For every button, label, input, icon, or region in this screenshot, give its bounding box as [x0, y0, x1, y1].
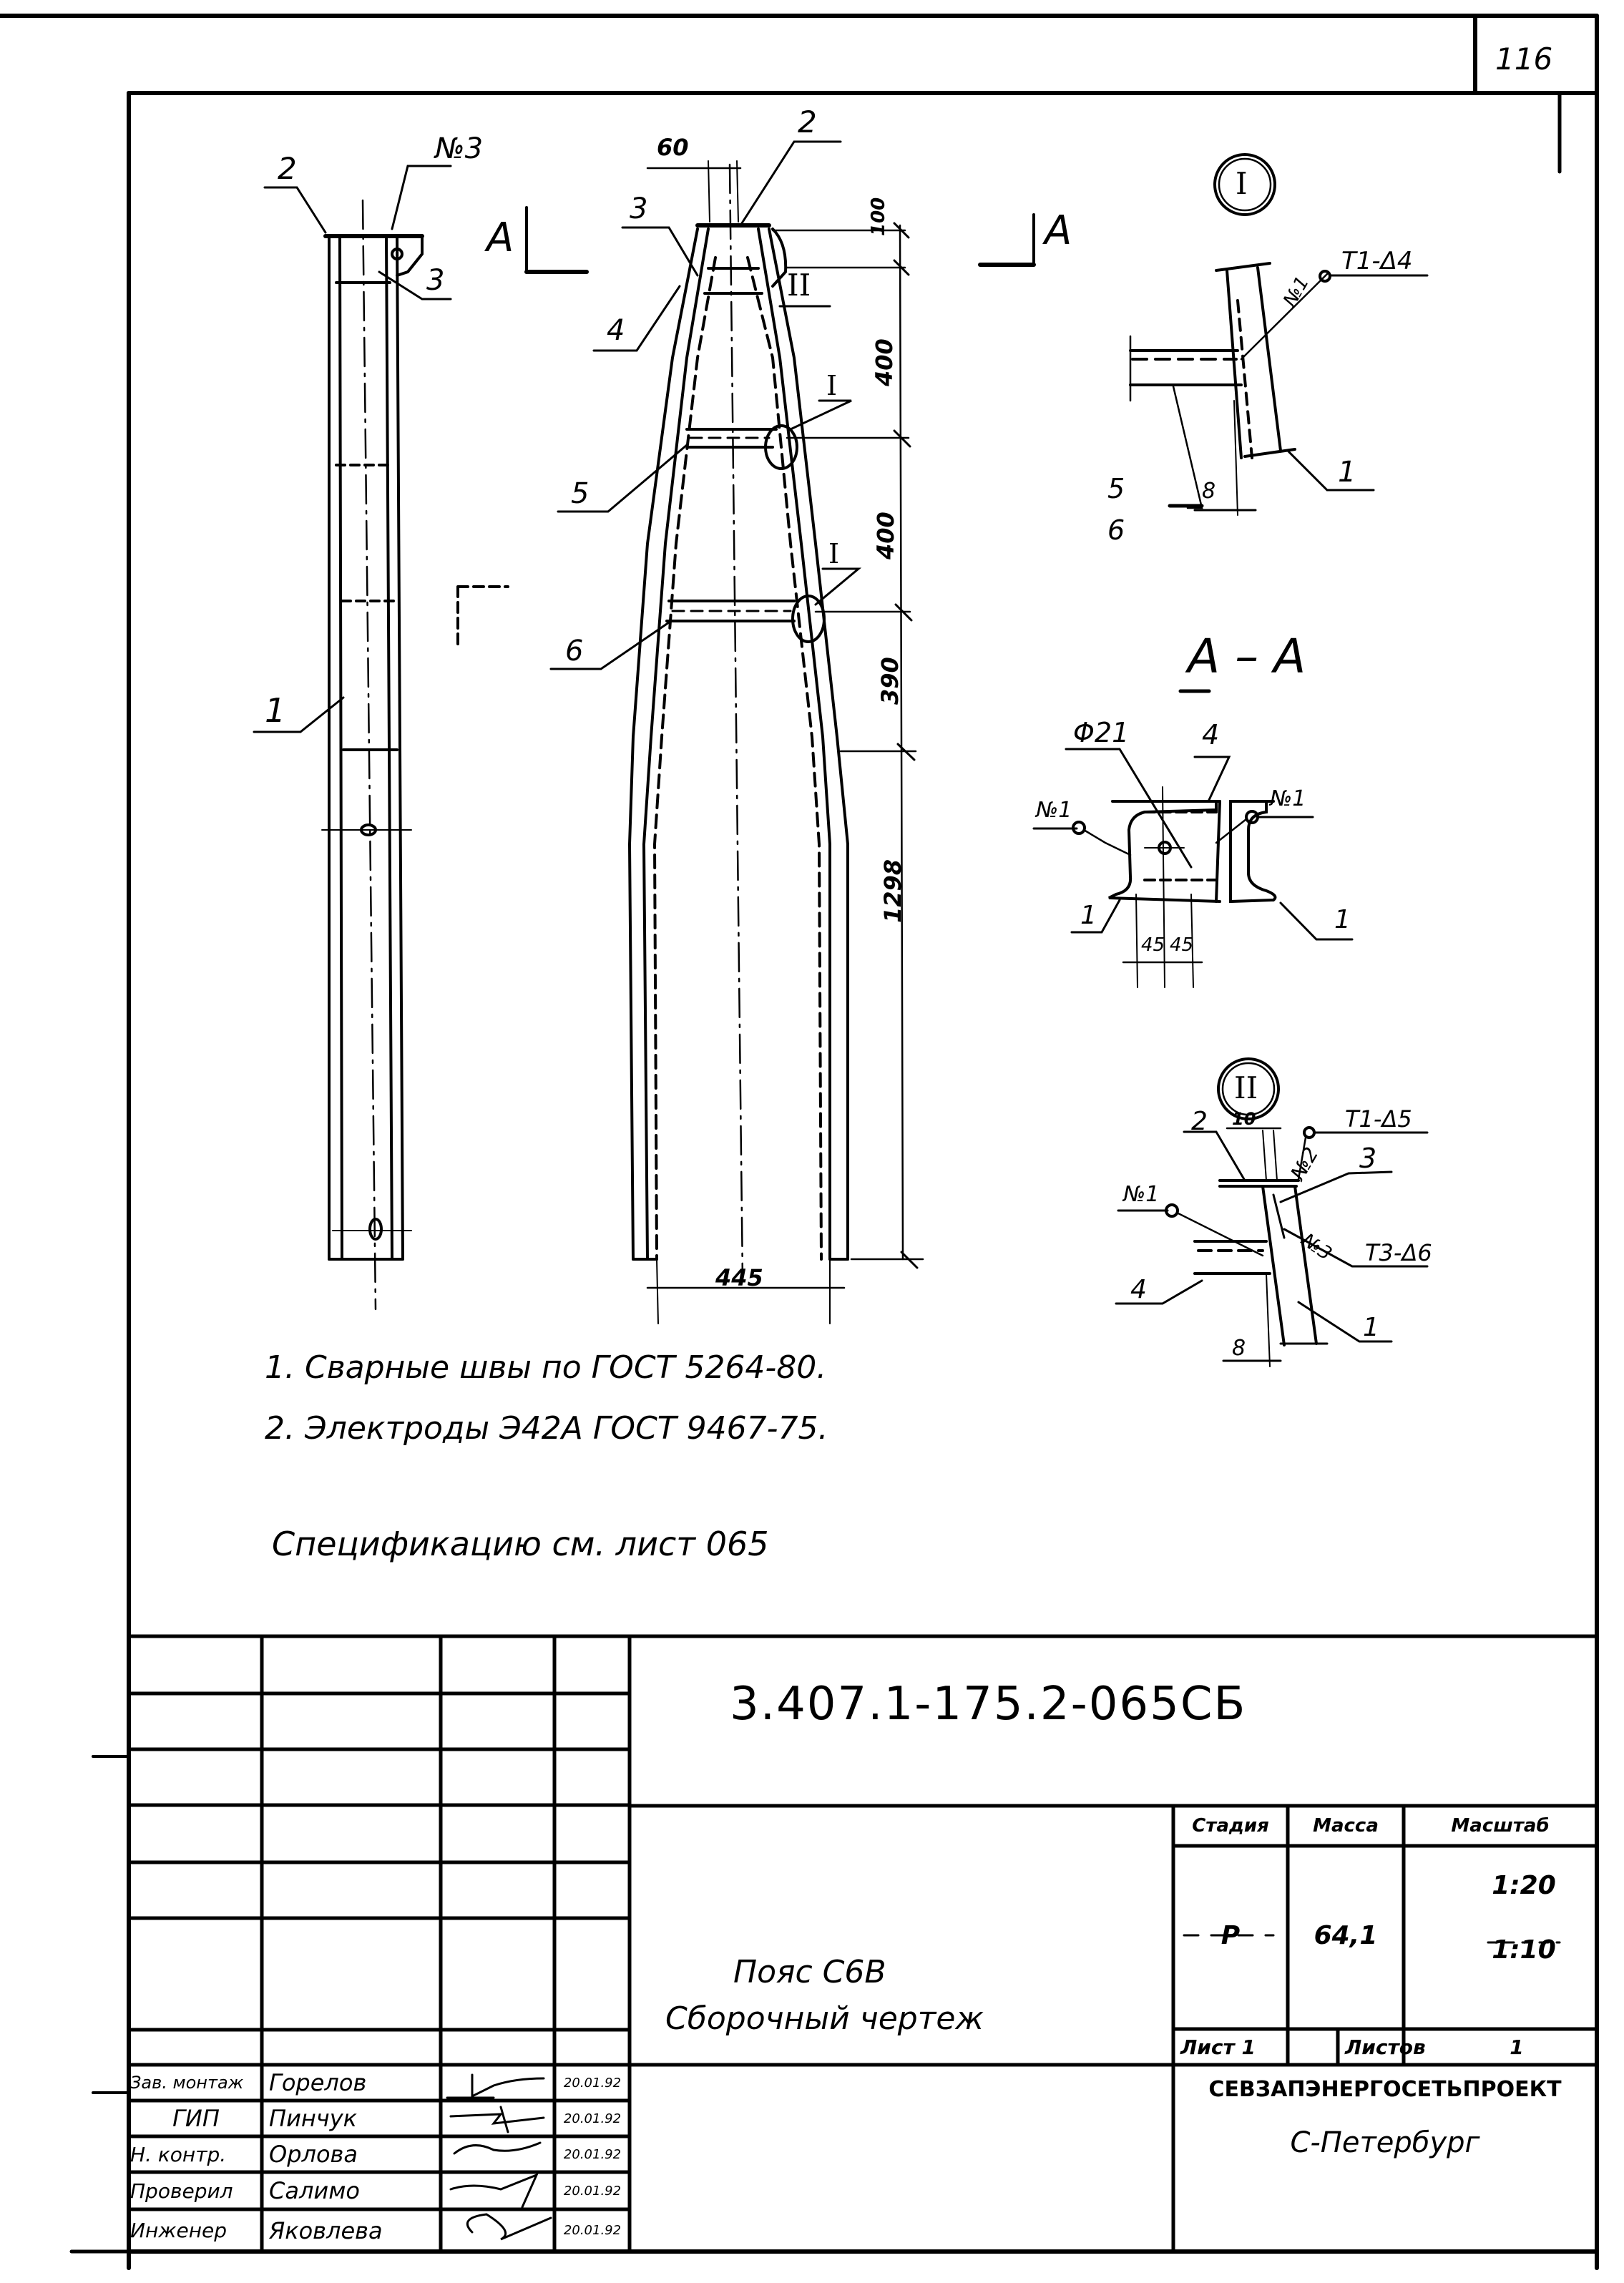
sig-name-4: Яковлева	[269, 2216, 383, 2244]
side-label-pos3: 3	[426, 264, 445, 297]
sig-name-2: Орлова	[269, 2141, 358, 2168]
detail-I-pos5: 5	[1107, 473, 1125, 504]
drawing-name-line1: Пояс С6В	[733, 1954, 886, 1990]
detail-I-pos1: 1	[1338, 456, 1356, 489]
front-view	[549, 140, 924, 1324]
front-ref-I-b: I	[828, 538, 840, 569]
note-2: 2. Электроды Э42А ГОСТ 9467-75.	[265, 1410, 828, 1447]
value-scale-1: 1:20	[1492, 1870, 1556, 1900]
value-mass: 64,1	[1314, 1920, 1378, 1950]
detail-I-gap: 8	[1202, 479, 1216, 504]
section-AA-weld-right: №1	[1270, 786, 1306, 811]
sig-role-4: Инженер	[130, 2219, 228, 2242]
detail-II-title: II	[1234, 1070, 1258, 1105]
organization: СЕВЗАПЭНЕРГОСЕТЬПРОЕКТ	[1208, 2076, 1562, 2102]
document-code: 3.407.1-175.2-065СБ	[730, 1678, 1247, 1731]
front-ref-II: II	[787, 268, 811, 303]
section-AA-title: А – А	[1188, 629, 1306, 684]
detail-II-pos3: 3	[1359, 1143, 1377, 1174]
dim-390: 390	[876, 657, 904, 705]
sheet-frame	[0, 14, 1599, 2270]
front-label-pos6: 6	[565, 635, 584, 668]
city: С-Петербург	[1290, 2126, 1480, 2159]
section-AA-pos1-left: 1	[1080, 901, 1097, 930]
dim-1298: 1298	[879, 859, 906, 923]
spec-reference: Спецификацию см. лист 065	[272, 1525, 769, 1563]
sheet-label: Лист 1	[1180, 2035, 1256, 2059]
value-scale-2: 1:10	[1492, 1935, 1556, 1965]
dim-100: 100	[868, 197, 889, 236]
detail-II-pos2: 2	[1191, 1107, 1208, 1136]
section-mark-right: А	[1045, 207, 1072, 254]
sig-date-1: 20.01.92	[563, 2111, 622, 2126]
sig-role-2: Н. контр.	[130, 2142, 227, 2166]
detail-II-weld1: №1	[1123, 1182, 1160, 1207]
detail-I-weld-spec: Т1-Δ4	[1341, 247, 1413, 275]
dim-400-b: 400	[872, 512, 899, 559]
detail-II	[1115, 1057, 1429, 1367]
section-AA-dim-left: 45	[1141, 934, 1165, 956]
header-mass: Масса	[1313, 1815, 1379, 1837]
sig-date-2: 20.01.92	[563, 2146, 622, 2162]
detail-II-pos1: 1	[1363, 1313, 1379, 1342]
section-AA-hole: Φ21	[1073, 717, 1130, 748]
detail-I	[1129, 153, 1429, 516]
signatures	[446, 2073, 552, 2241]
detail-II-weld2-spec: Т1-Δ5	[1345, 1105, 1412, 1133]
side-label-weld3: №3	[435, 132, 484, 165]
front-label-pos4: 4	[607, 314, 625, 347]
detail-II-gap-bottom: 8	[1232, 1336, 1246, 1361]
dim-base-width: 445	[715, 1264, 763, 1291]
front-ref-I-a: I	[826, 370, 838, 401]
section-AA-pos4: 4	[1202, 719, 1220, 751]
dim-top-width: 60	[657, 134, 689, 161]
section-AA-dim-right: 45	[1170, 934, 1194, 956]
front-label-pos3: 3	[630, 192, 648, 225]
sig-date-0: 20.01.92	[563, 2075, 622, 2091]
detail-I-title: I	[1236, 166, 1248, 201]
header-stage: Стадия	[1192, 1815, 1269, 1837]
page-number: 116	[1495, 41, 1553, 77]
side-view	[253, 165, 1036, 1311]
sig-date-4: 20.01.92	[563, 2223, 622, 2238]
detail-II-pos4: 4	[1130, 1275, 1147, 1304]
section-AA-pos1-right: 1	[1334, 905, 1351, 934]
sig-date-3: 20.01.92	[563, 2183, 622, 2199]
detail-II-weld3-spec: Т3-Δ6	[1365, 1239, 1432, 1266]
section-AA-weld-left: №1	[1036, 798, 1072, 823]
sig-name-0: Горелов	[269, 2069, 367, 2096]
dim-400-a: 400	[871, 338, 898, 386]
title-block-grid	[69, 1634, 1599, 2254]
sig-role-1: ГИП	[172, 2105, 220, 2132]
value-stage: Р	[1221, 1920, 1241, 1950]
header-scale: Масштаб	[1451, 1815, 1550, 1837]
sig-name-3: Салимо	[269, 2177, 360, 2204]
side-label-pos2: 2	[278, 151, 297, 186]
sig-name-1: Пинчук	[269, 2105, 357, 2132]
detail-I-pos6: 6	[1107, 514, 1125, 546]
note-1: 1. Сварные швы по ГОСТ 5264-80.	[265, 1349, 827, 1386]
detail-II-gap-top: 10	[1232, 1109, 1256, 1129]
drawing-name-line2: Сборочный чертеж	[665, 2000, 984, 2037]
side-label-pos1: 1	[265, 691, 286, 730]
section-AA	[1032, 689, 1354, 988]
front-label-pos5: 5	[571, 477, 590, 510]
sheets-value: 1	[1510, 2035, 1524, 2059]
front-label-pos2: 2	[798, 104, 817, 140]
sheets-label: Листов	[1345, 2035, 1426, 2059]
sig-role-0: Зав. монтаж	[130, 2073, 244, 2093]
sig-role-3: Проверил	[130, 2179, 233, 2203]
section-mark-left: А	[486, 215, 514, 261]
